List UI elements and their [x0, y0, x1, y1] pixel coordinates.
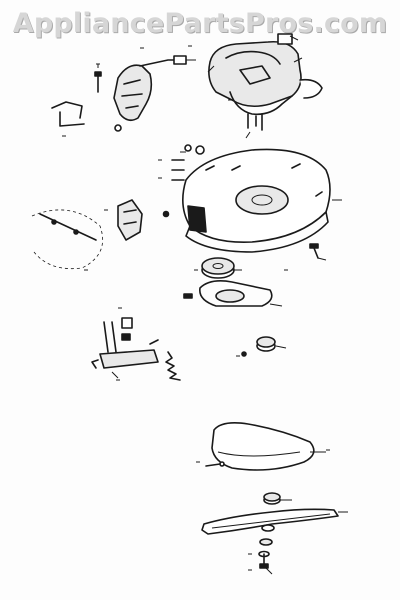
- deck-fasteners[interactable]: [162, 144, 205, 218]
- drive-pulley[interactable]: [201, 257, 235, 279]
- leader-lines: [97, 35, 346, 575]
- drive-belt[interactable]: [183, 280, 273, 307]
- cutting-blade[interactable]: [201, 508, 339, 535]
- deck-bolt[interactable]: [309, 243, 319, 259]
- idler-bolt[interactable]: [241, 351, 247, 357]
- bolt-small[interactable]: [94, 71, 102, 93]
- spring[interactable]: [165, 351, 181, 381]
- blade-adapter[interactable]: [263, 492, 281, 505]
- idler-pulley[interactable]: [256, 336, 276, 352]
- part-number-marks: [62, 45, 348, 571]
- detail-callout-circle[interactable]: [31, 209, 104, 270]
- bail-handle[interactable]: [51, 101, 85, 127]
- blade-guard[interactable]: [211, 422, 315, 471]
- guard-screw[interactable]: [205, 461, 225, 467]
- mower-deck-housing[interactable]: [182, 148, 331, 253]
- engine-assembly[interactable]: [207, 33, 323, 131]
- control-lever-assembly[interactable]: [91, 317, 159, 369]
- blade-bolt-stack[interactable]: [258, 524, 275, 569]
- carburetor-bracket[interactable]: [113, 55, 196, 132]
- baffle-bracket[interactable]: [117, 199, 143, 241]
